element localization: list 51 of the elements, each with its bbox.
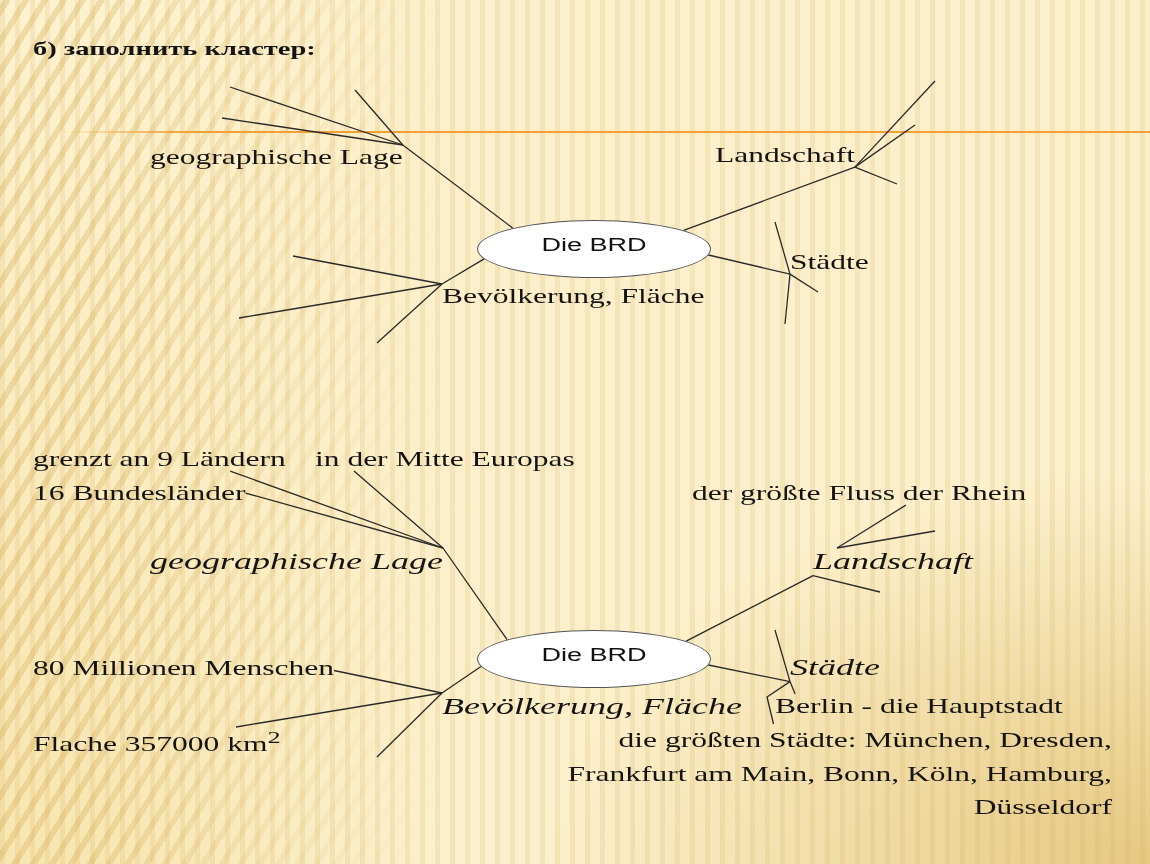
connector-line xyxy=(292,255,443,285)
detail-text: Flache 357000 km$^{2}$ xyxy=(33,727,281,757)
detail-text: Berlin - die Hauptstadt xyxy=(775,694,1063,719)
connector-line xyxy=(774,629,791,683)
connector-line xyxy=(854,166,898,185)
connector-line xyxy=(766,680,791,725)
detail-text: grenzt an 9 Ländern xyxy=(33,447,286,472)
detail-text: der größte Fluss der Rhein xyxy=(692,481,1027,506)
connector-line xyxy=(442,547,508,641)
category-label: Landschaft xyxy=(715,143,855,168)
connector-line xyxy=(685,574,814,642)
connector-line xyxy=(244,492,444,549)
connector-line xyxy=(707,254,791,275)
connector-line xyxy=(707,664,791,683)
node-label: Die BRD xyxy=(541,234,647,256)
connector-line xyxy=(836,504,907,549)
slide-title: б) заполнить кластер: xyxy=(33,38,316,60)
connector-line xyxy=(441,665,482,694)
node-label: Die BRD xyxy=(541,644,647,666)
connector-line xyxy=(682,166,856,232)
connector-line xyxy=(376,283,443,344)
connector-line xyxy=(789,273,819,293)
connector-line xyxy=(354,89,404,146)
category-label: Bevölkerung, Fläche xyxy=(442,284,705,309)
detail-text: in der Mitte Europas xyxy=(315,447,575,472)
category-label: Städte xyxy=(790,250,869,275)
ellipse-node xyxy=(477,220,711,278)
connector-line xyxy=(854,124,916,168)
connector-line xyxy=(441,258,485,285)
category-label: geographische Lage xyxy=(150,548,443,576)
category-label: geographische Lage xyxy=(150,145,403,170)
connector-line xyxy=(774,221,791,275)
connector-line xyxy=(221,117,404,146)
detail-text: die größten Städte: München, Dresden, Frankfurt am Main, Bonn, Köln, Hamburg, Düsseldorf xyxy=(557,724,1112,825)
detail-text: 16 Bundesländer xyxy=(33,481,246,506)
connector-line xyxy=(376,692,443,758)
connector-line xyxy=(784,273,791,325)
connector-line xyxy=(353,470,444,549)
detail-text: 80 Millionen Menschen xyxy=(33,656,334,681)
category-label: Landschaft xyxy=(813,548,974,576)
connector-line xyxy=(812,574,881,593)
connector-line xyxy=(333,669,443,694)
connector-line xyxy=(789,680,796,695)
ellipse-node xyxy=(477,630,711,688)
connector-line xyxy=(235,692,443,728)
connector-line xyxy=(836,530,936,549)
category-label: Bevölkerung, Fläche xyxy=(442,693,742,721)
connector-line xyxy=(402,144,514,229)
category-label: Städte xyxy=(790,654,880,682)
connector-line xyxy=(854,80,936,168)
connector-line xyxy=(238,283,443,319)
